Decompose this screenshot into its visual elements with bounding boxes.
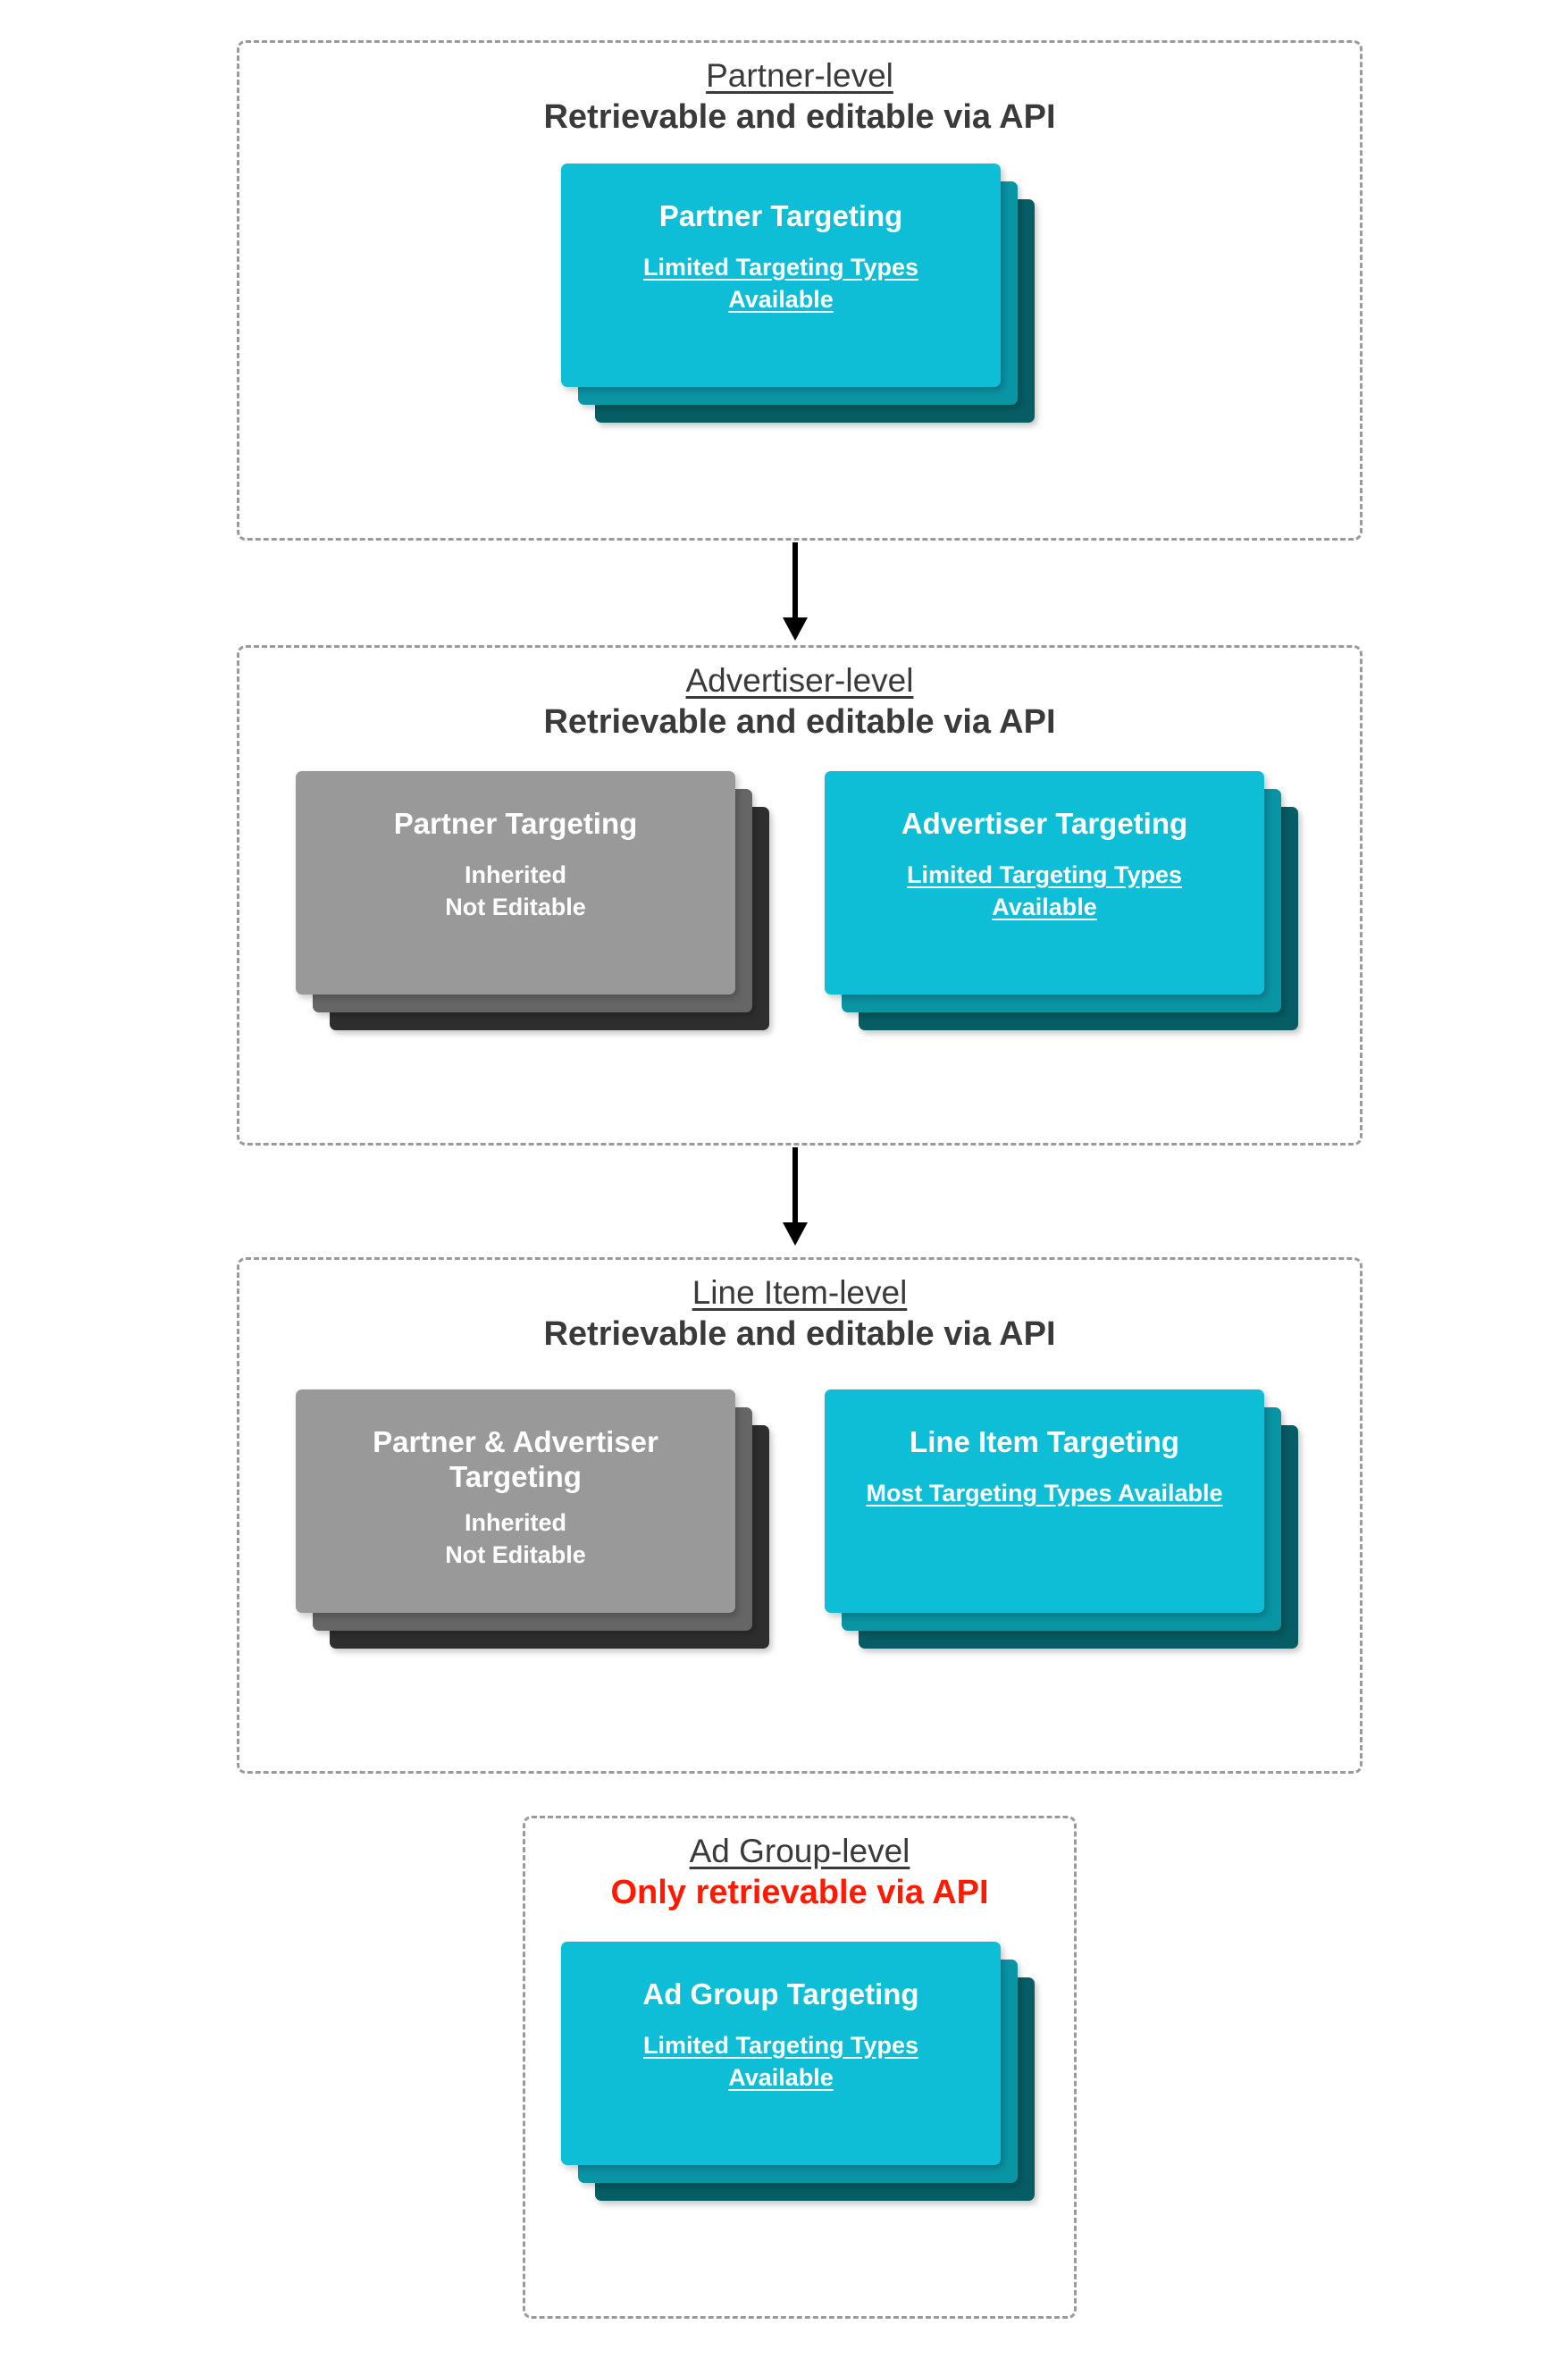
level-heading-ad-group: Ad Group-level Only retrievable via API [525,1833,1074,1914]
connector-arrow-advertiser-to-line-item [777,1147,813,1246]
card-note: Limited Targeting Types Available [906,860,1183,920]
card-title: Partner Targeting [658,199,903,232]
arrow-head [783,1222,808,1246]
level-heading-partner: Partner-level Retrievable and editable v… [239,57,1360,138]
level-section-partner: Partner-level Retrievable and editable v… [237,40,1363,541]
connector-arrow-partner-to-advertiser [777,542,813,641]
card-title: Ad Group Targeting [642,1977,919,2010]
arrow-shaft [792,1147,798,1222]
card-title: Line Item Targeting [910,1425,1179,1458]
arrow-shaft [792,542,798,617]
card-title: Partner Targeting [393,807,638,840]
card-note: Limited Targeting Types Available [642,253,919,313]
card-stack-partner-advertiser-targeting-inherited[interactable]: Partner & Advertiser Targeting Inherited… [296,1389,769,1649]
card-note: Limited Targeting Types Available [642,2031,919,2091]
arrow-head [783,617,808,641]
card-title: Partner & Advertiser Targeting [373,1425,658,1493]
level-title-partner: Partner-level [706,57,893,94]
level-section-ad-group: Ad Group-level Only retrievable via API … [523,1816,1077,2319]
level-section-line-item: Line Item-level Retrievable and editable… [237,1257,1363,1774]
card-stack-line-item-targeting[interactable]: Line Item Targeting Most Targeting Types… [825,1389,1298,1649]
card-note: Inherited Not Editable [445,860,586,920]
card-stack-ad-group-targeting[interactable]: Ad Group Targeting Limited Targeting Typ… [561,1942,1035,2201]
level-title-line-item: Line Item-level [692,1274,908,1311]
card-stack-partner-targeting-inherited[interactable]: Partner Targeting Inherited Not Editable [296,771,769,1030]
level-subtitle-ad-group: Only retrievable via API [610,1874,989,1912]
level-title-ad-group: Ad Group-level [689,1833,910,1869]
card-stack-advertiser-targeting[interactable]: Advertiser Targeting Limited Targeting T… [825,771,1298,1030]
level-subtitle-line-item: Retrievable and editable via API [543,1315,1056,1354]
level-section-advertiser: Advertiser-level Retrievable and editabl… [237,645,1363,1146]
level-title-advertiser: Advertiser-level [685,662,914,699]
card-stack-partner-targeting[interactable]: Partner Targeting Limited Targeting Type… [561,164,1035,423]
card-layer-front[interactable]: Partner Targeting Inherited Not Editable [296,771,735,995]
card-note: Inherited Not Editable [445,1508,586,1568]
level-heading-line-item: Line Item-level Retrievable and editable… [239,1274,1360,1356]
card-note: Most Targeting Types Available [866,1479,1223,1507]
card-layer-front[interactable]: Ad Group Targeting Limited Targeting Typ… [561,1942,1001,2165]
level-subtitle-advertiser: Retrievable and editable via API [543,703,1056,742]
card-layer-front[interactable]: Partner Targeting Limited Targeting Type… [561,164,1001,387]
level-subtitle-partner: Retrievable and editable via API [543,98,1056,137]
level-heading-advertiser: Advertiser-level Retrievable and editabl… [239,662,1360,743]
card-layer-front[interactable]: Line Item Targeting Most Targeting Types… [825,1389,1264,1613]
card-title: Advertiser Targeting [901,807,1188,840]
card-layer-front[interactable]: Partner & Advertiser Targeting Inherited… [296,1389,735,1613]
card-layer-front[interactable]: Advertiser Targeting Limited Targeting T… [825,771,1264,995]
